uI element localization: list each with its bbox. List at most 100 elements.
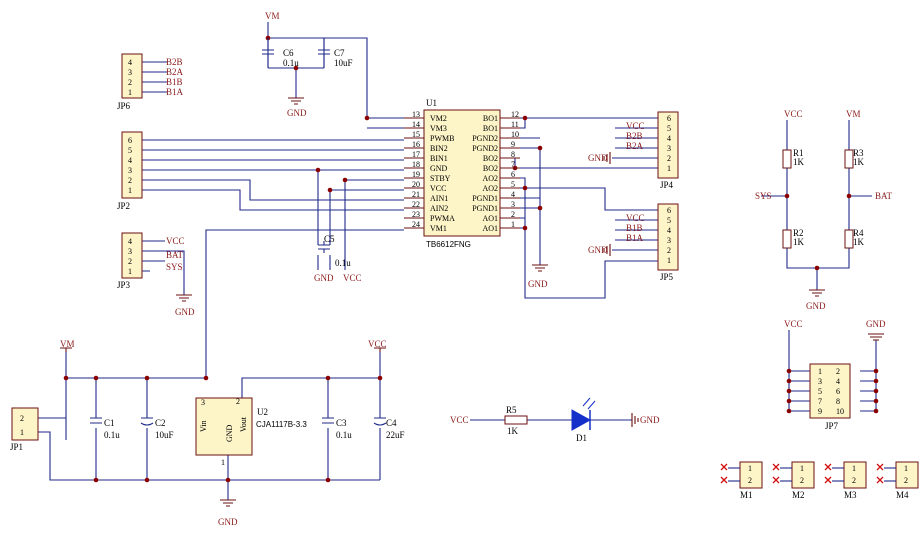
u1-pin-number: 2: [511, 210, 515, 219]
jp3-pin-number: 4: [128, 237, 132, 246]
jp2-pin-number: 4: [128, 156, 132, 165]
u1-pin-number: 4: [511, 190, 515, 199]
motor-designator: M3: [844, 490, 857, 500]
vm-net-top: VM: [265, 11, 280, 21]
svg-text:TB6612FNG: TB6612FNG: [426, 240, 471, 249]
jp5-pin-number: 1: [667, 256, 671, 265]
u1-pin-number: 12: [511, 110, 519, 119]
capacitor-c5: C5 0.1u GND VCC: [314, 234, 362, 283]
motor-pin-number: 2: [748, 476, 752, 485]
u1-pin-number: 7: [511, 160, 515, 169]
svg-text:SYS: SYS: [166, 262, 183, 272]
u1-pin-number: 21: [412, 190, 420, 199]
motor-designator: M1: [740, 490, 753, 500]
power-vcc-net: VCC: [368, 339, 387, 352]
motor-header-body: [739, 461, 763, 489]
jp7-pin-number: 1: [818, 367, 822, 376]
motor-header-1[interactable]: 1 2M1: [720, 461, 763, 500]
svg-text:D1: D1: [576, 433, 587, 443]
svg-text:B2A: B2A: [626, 141, 644, 151]
u1-pin-number: 8: [511, 150, 515, 159]
svg-text:0.1u: 0.1u: [336, 430, 352, 440]
jp6-net-label: B1A: [166, 87, 184, 97]
u1-pin-name: VM3: [430, 124, 447, 133]
svg-text:VCC: VCC: [626, 121, 645, 131]
svg-text:VCC: VCC: [784, 109, 803, 119]
motor-designator: M2: [792, 490, 805, 500]
jp2-pin-number: 2: [128, 176, 132, 185]
u1-pin-number: 19: [412, 170, 420, 179]
regulator-u2[interactable]: U2 CJA1117B-3.3 Vin GND Vout 3 1 2: [195, 397, 307, 467]
u1-pin-name: BO2: [483, 154, 498, 163]
svg-text:VCC: VCC: [450, 415, 469, 425]
motor-pin-number: 1: [748, 464, 752, 473]
u1-pin-name: BO1: [483, 114, 498, 123]
svg-text:VCC: VCC: [343, 273, 362, 283]
u1-pin-name: PGND2: [472, 144, 498, 153]
jp6-pin-number: 4: [128, 58, 132, 67]
u1-pin-number: 24: [412, 220, 420, 229]
jp7-pin-number: 8: [836, 397, 840, 406]
jp7-pin-number: 6: [836, 387, 840, 396]
svg-text:VCC: VCC: [784, 319, 803, 329]
svg-text:R5: R5: [506, 405, 517, 415]
svg-text:GND: GND: [287, 108, 307, 118]
u1-pin-name: BO1: [483, 124, 498, 133]
svg-text:10uF: 10uF: [334, 58, 353, 68]
u1-pin-name: VM1: [430, 224, 447, 233]
u1-pin-name: AIN1: [430, 194, 448, 203]
svg-text:C2: C2: [155, 418, 166, 428]
svg-text:JP2: JP2: [117, 201, 130, 211]
u1-pin-number: 3: [511, 200, 515, 209]
wires: [38, 22, 877, 500]
jp6-pin-number: 1: [128, 88, 132, 97]
motor-header-body: [895, 461, 919, 489]
svg-text:R1: R1: [793, 148, 804, 158]
svg-text:JP3: JP3: [117, 280, 131, 290]
u1-pin-name: BIN2: [430, 144, 448, 153]
jp6-net-label: B2B: [166, 57, 183, 67]
svg-text:VCC: VCC: [626, 213, 645, 223]
svg-text:GND: GND: [175, 307, 195, 317]
jp7-pin-number: 2: [836, 367, 840, 376]
svg-text:R4: R4: [853, 228, 864, 238]
ground-symbol: GND: [287, 97, 307, 118]
svg-text:C5: C5: [324, 234, 335, 244]
u1-pin-number: 14: [412, 120, 420, 129]
svg-text:GND: GND: [528, 279, 548, 289]
jp5-pin-number: 6: [667, 206, 671, 215]
svg-text:B2B: B2B: [626, 131, 643, 141]
u1-pin-number: 1: [511, 220, 515, 229]
jp4-pin-number: 2: [667, 154, 671, 163]
connector-jp1[interactable]: 21 JP1: [10, 407, 39, 452]
motor-pin-number: 1: [852, 464, 856, 473]
jp2-pin-number: 5: [128, 146, 132, 155]
svg-text:1K: 1K: [853, 157, 865, 167]
u1-pin-name: AO1: [482, 214, 498, 223]
svg-text:1K: 1K: [793, 157, 805, 167]
svg-text:GND: GND: [314, 273, 334, 283]
motor-pin-number: 2: [904, 476, 908, 485]
svg-text:B1A: B1A: [626, 233, 644, 243]
svg-text:VCC: VCC: [166, 236, 185, 246]
svg-text:0.1u: 0.1u: [283, 58, 299, 68]
jp5-pin-number: 3: [667, 236, 671, 245]
capacitor-c7: C7 10uF: [318, 38, 353, 68]
jp4-pin-number: 1: [667, 164, 671, 173]
jp6-net-label: B2A: [166, 67, 184, 77]
ground-symbol-power: GND: [218, 499, 238, 527]
u1-pin-name: AO2: [482, 174, 498, 183]
u1-pin-name: BIN1: [430, 154, 448, 163]
